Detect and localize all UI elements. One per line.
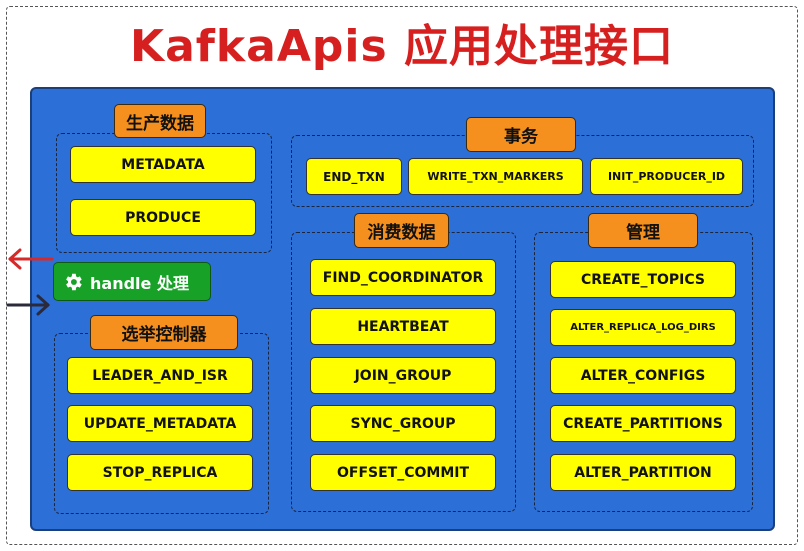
api-leader-and-isr: LEADER_AND_ISR (67, 357, 253, 394)
incoming-arrow (6, 294, 50, 316)
api-sync-group: SYNC_GROUP (310, 405, 496, 442)
diagram-title: KafkaApis 应用处理接口 (129, 21, 675, 72)
api-heartbeat: HEARTBEAT (310, 308, 496, 345)
api-join-group: JOIN_GROUP (310, 357, 496, 394)
transaction-group-label: 事务 (466, 117, 576, 152)
api-update-metadata: UPDATE_METADATA (67, 405, 253, 442)
producer-group-label: 生产数据 (114, 104, 206, 138)
api-write-txn-markers: WRITE_TXN_MARKERS (408, 158, 583, 195)
api-end-txn: END_TXN (306, 158, 402, 195)
api-alter-replica-log-dirs: ALTER_REPLICA_LOG_DIRS (550, 309, 736, 346)
api-find-coordinator: FIND_COORDINATOR (310, 259, 496, 296)
outer-frame (6, 6, 798, 545)
api-create-topics: CREATE_TOPICS (550, 261, 736, 298)
api-init-producer-id: INIT_PRODUCER_ID (590, 158, 743, 195)
handle-button[interactable]: handle 处理 (53, 262, 211, 301)
controller-group-label: 选举控制器 (90, 315, 238, 350)
admin-group-label: 管理 (588, 213, 698, 248)
consumer-group-label: 消费数据 (354, 213, 449, 248)
api-metadata: METADATA (70, 146, 256, 183)
gear-icon (62, 271, 84, 293)
api-produce: PRODUCE (70, 199, 256, 236)
api-offset-commit: OFFSET_COMMIT (310, 454, 496, 491)
api-alter-configs: ALTER_CONFIGS (550, 357, 736, 394)
outgoing-arrow (8, 248, 54, 270)
api-create-partitions: CREATE_PARTITIONS (550, 405, 736, 442)
api-alter-partition: ALTER_PARTITION (550, 454, 736, 491)
handle-label: handle 处理 (90, 273, 189, 293)
api-stop-replica: STOP_REPLICA (67, 454, 253, 491)
